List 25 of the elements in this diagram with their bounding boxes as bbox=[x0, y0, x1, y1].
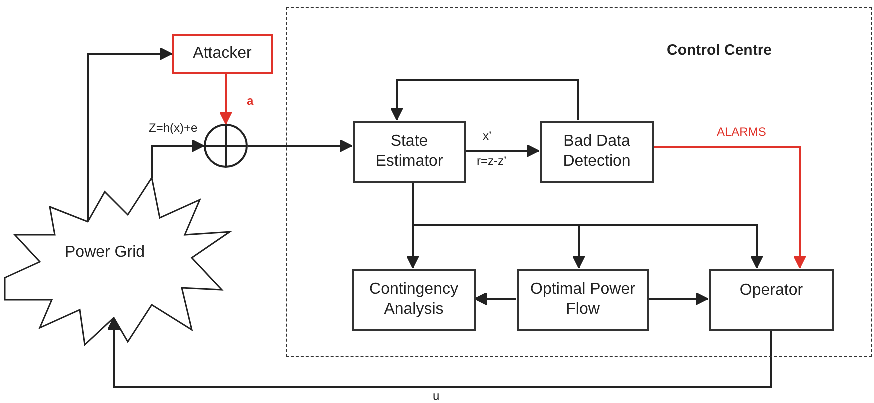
process-box: Optimal Power Flow bbox=[517, 269, 649, 331]
arrow bbox=[390, 79, 579, 121]
arrow bbox=[107, 317, 772, 388]
region-title: Control Centre bbox=[667, 42, 772, 59]
arrow bbox=[219, 74, 233, 125]
process-box: Attacker bbox=[172, 34, 273, 74]
process-box: Contingency Analysis bbox=[352, 269, 476, 331]
power-grid-burst bbox=[5, 178, 230, 345]
control-centre-region bbox=[286, 7, 872, 357]
arrow bbox=[474, 292, 516, 306]
arrow bbox=[248, 139, 353, 153]
summing-junction bbox=[204, 124, 248, 168]
edge-label: x’ bbox=[482, 129, 493, 143]
signal-label: r=z-z’ bbox=[476, 154, 508, 168]
arrow bbox=[648, 292, 709, 306]
node-label: Power Grid bbox=[65, 244, 146, 262]
process-box: Operator bbox=[709, 269, 834, 331]
arrow bbox=[151, 139, 205, 178]
edge-label: ALARMS bbox=[716, 125, 768, 139]
arrow bbox=[87, 47, 173, 222]
arrow bbox=[653, 146, 807, 269]
edge-label: Z=h(x)+e bbox=[148, 121, 199, 135]
process-box: State Estimator bbox=[353, 121, 466, 183]
process-box: Bad Data Detection bbox=[540, 121, 654, 183]
arrow bbox=[465, 144, 540, 158]
